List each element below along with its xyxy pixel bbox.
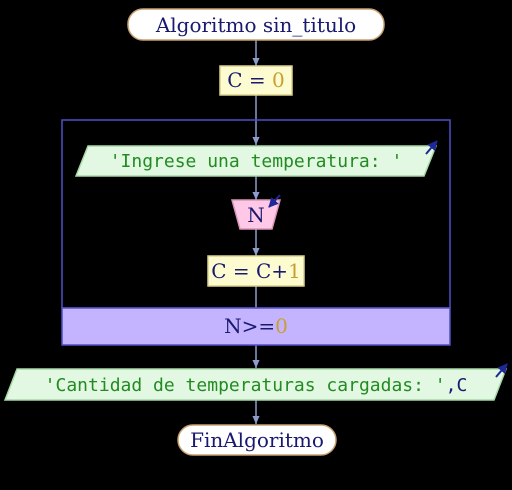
end-terminal[interactable] bbox=[177, 424, 337, 456]
output-prompt-text: 'Ingrese una temperatura: ' bbox=[110, 151, 403, 172]
final-output-text: 'Cantidad de temperaturas cargadas: ',C bbox=[45, 375, 468, 396]
final-output-arrow-icon bbox=[495, 363, 508, 378]
repeat-condition-text: N>=0 bbox=[224, 314, 288, 338]
start-terminal-label: Algoritmo sin_titulo bbox=[155, 13, 356, 37]
repeat-condition-box[interactable] bbox=[61, 307, 451, 346]
output-prompt-shape[interactable] bbox=[74, 145, 438, 177]
input-n-text: N bbox=[247, 203, 265, 227]
init-process-box[interactable] bbox=[219, 65, 293, 96]
init-process-text: C = 0 bbox=[227, 68, 285, 92]
start-terminal[interactable] bbox=[127, 8, 385, 41]
final-output-shape[interactable] bbox=[3, 368, 508, 401]
input-arrow-icon bbox=[268, 194, 281, 208]
input-n-shape[interactable] bbox=[231, 199, 281, 230]
increment-process-text: C = C+1 bbox=[211, 259, 301, 283]
output-arrow-icon bbox=[425, 140, 438, 155]
end-terminal-label: FinAlgoritmo bbox=[190, 428, 324, 452]
increment-process-box[interactable] bbox=[207, 255, 305, 287]
